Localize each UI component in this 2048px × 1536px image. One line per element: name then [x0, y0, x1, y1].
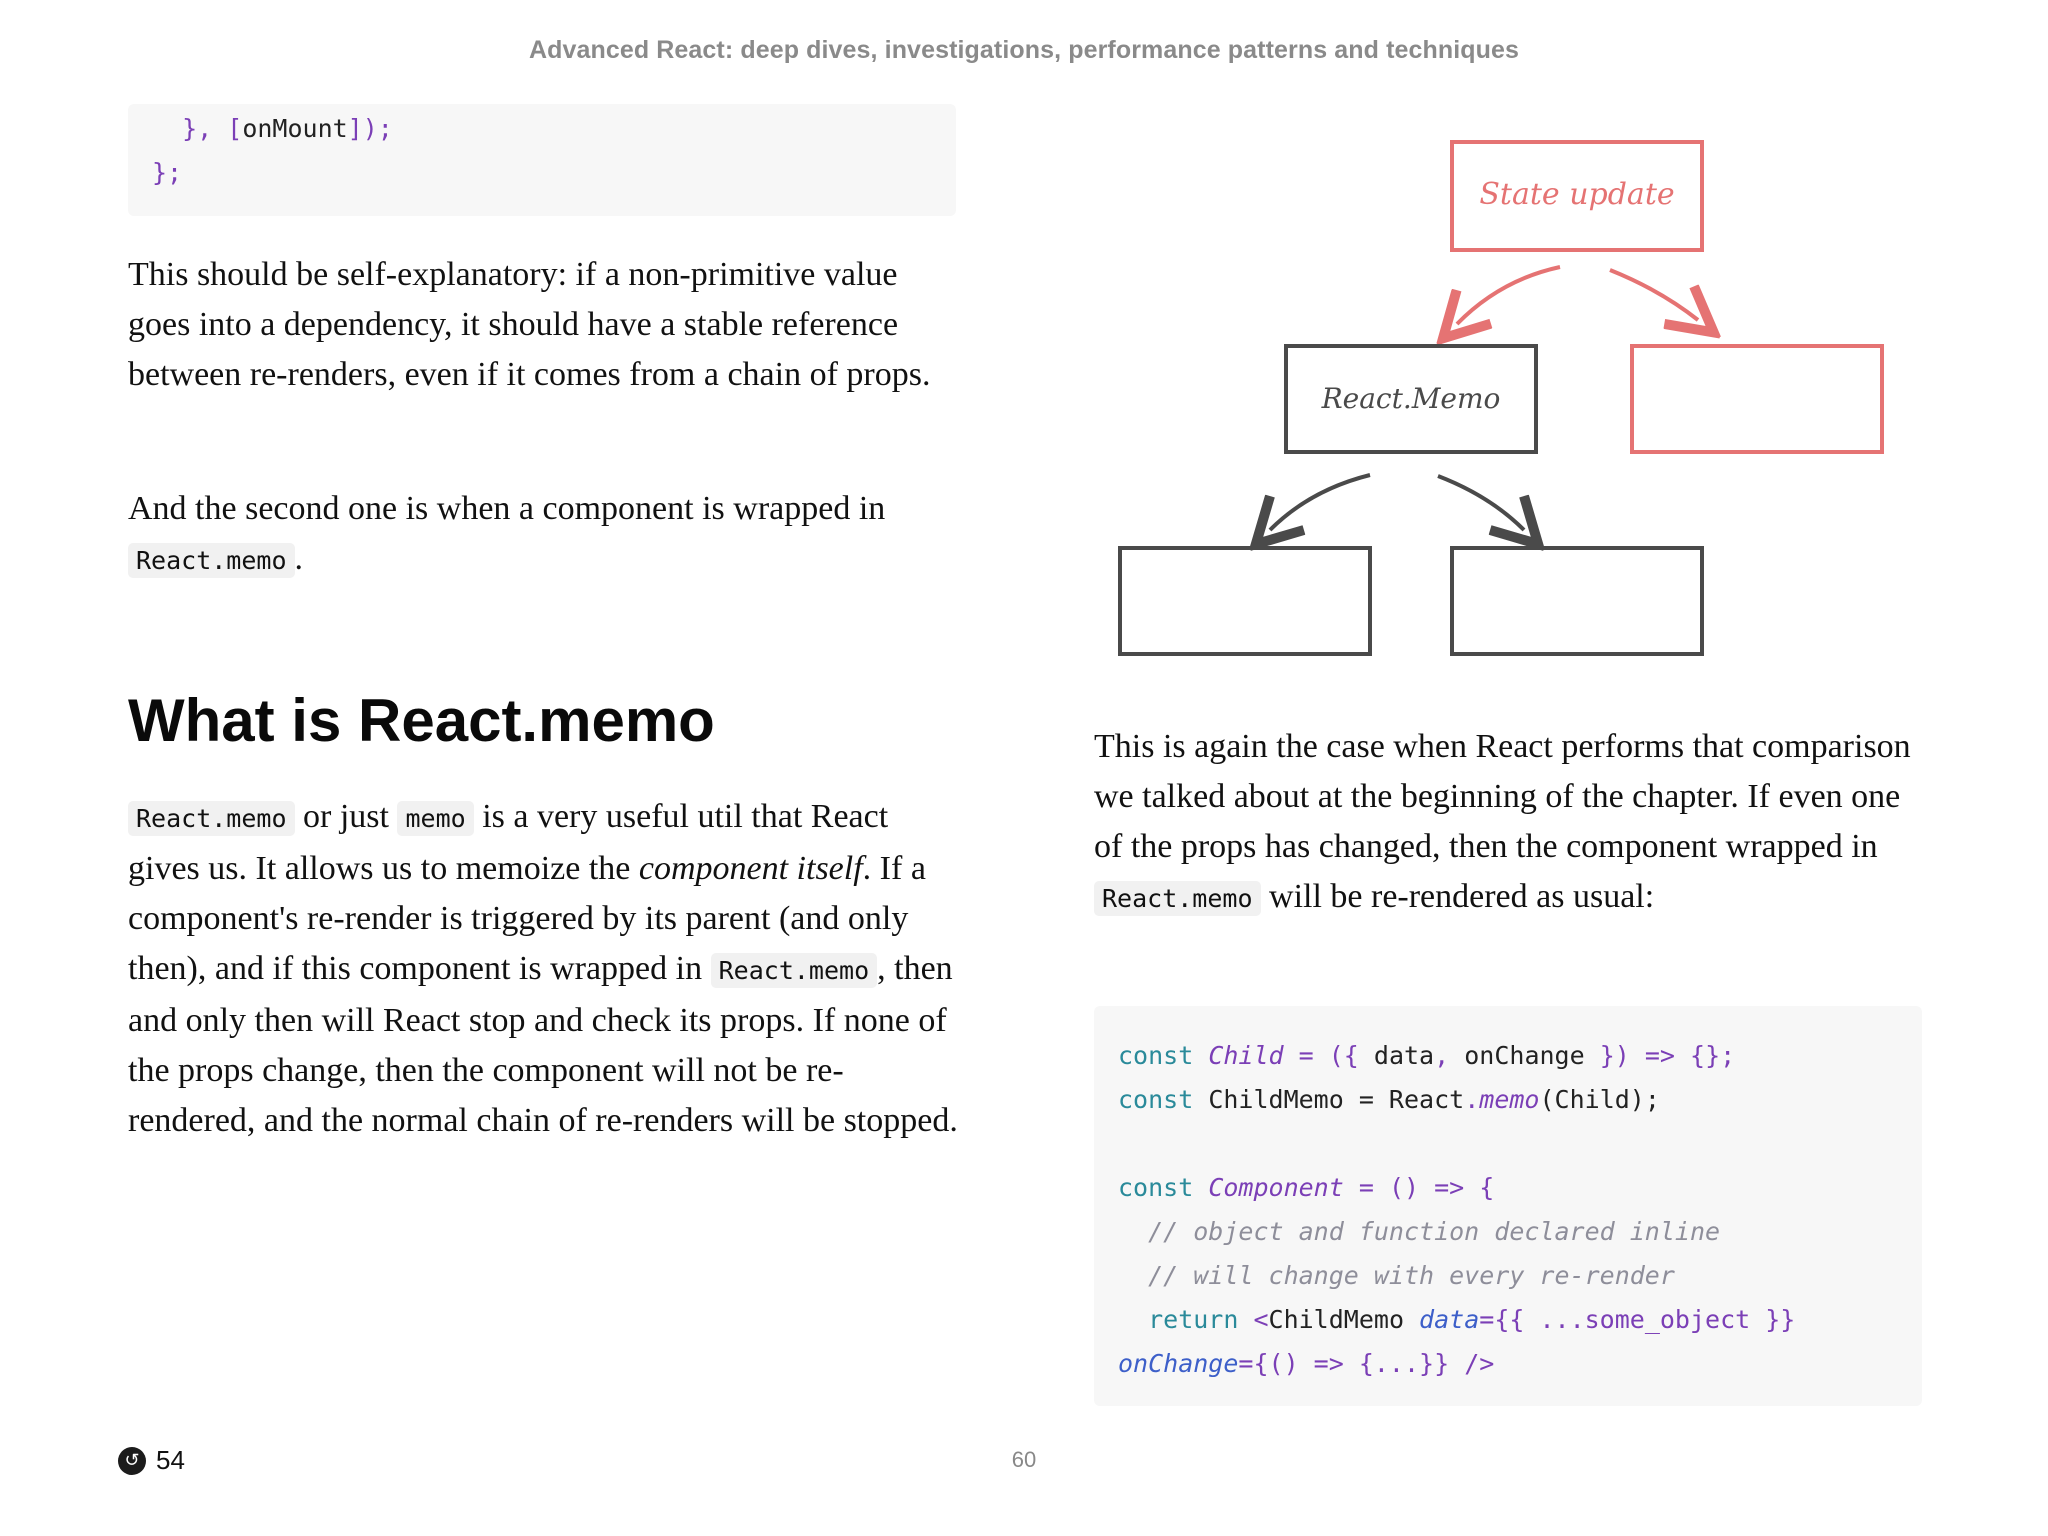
react-memo-label: React.Memo	[1321, 382, 1501, 415]
code-line: const ChildMemo = React.memo(Child);	[1118, 1078, 1660, 1122]
paragraph-text: or just	[294, 798, 398, 835]
book-title: Advanced React: deep dives, investigatio…	[528, 36, 1520, 64]
code-token: ]);	[347, 114, 393, 143]
back-page-count: 54	[156, 1445, 185, 1475]
paragraph: React.memo or just memo is a very useful…	[128, 792, 968, 1146]
inline-code: memo	[397, 801, 474, 836]
code-token: data	[1404, 1305, 1480, 1334]
inline-code: React.memo	[128, 801, 295, 836]
code-token: = ({	[1283, 1041, 1374, 1070]
inline-code: React.memo	[1094, 881, 1261, 916]
code-token: const	[1118, 1173, 1194, 1202]
sibling-box	[1630, 344, 1884, 454]
code-token: ={{ ...some_object }}	[1479, 1305, 1796, 1334]
code-line: const Child = ({ data, onChange }) => {}…	[1118, 1034, 1735, 1078]
paragraph-text: will be re-rendered as usual:	[1260, 878, 1655, 915]
code-line: }, [onMount]);	[152, 107, 393, 151]
code-token: (Child);	[1539, 1085, 1660, 1114]
code-token: return	[1118, 1305, 1239, 1334]
back-link[interactable]: ↺ 54	[118, 1445, 185, 1476]
paragraph-text: This should be self-explanatory: if a no…	[128, 256, 931, 393]
arrow-left-gray	[1270, 473, 1371, 530]
code-token: const	[1118, 1041, 1194, 1070]
paragraph-text: , then and only then will React stop and…	[128, 950, 958, 1139]
code-line: return <ChildMemo data={{ ...some_object…	[1118, 1298, 1795, 1342]
child-box-right	[1450, 546, 1704, 656]
inline-code: React.memo	[128, 543, 295, 578]
code-token: };	[152, 158, 183, 187]
arrow-left-red	[1457, 265, 1561, 324]
code-token: ChildMemo	[1268, 1305, 1404, 1334]
code-token: }, [	[152, 114, 243, 143]
code-token: onChange	[1118, 1349, 1239, 1378]
code-line: const Component = () => {	[1118, 1166, 1494, 1210]
arrow-right-gray	[1437, 474, 1524, 530]
code-block-top: }, [onMount]); };	[128, 104, 956, 216]
code-token: ={() => {...}} />	[1238, 1349, 1495, 1378]
paragraph: This is again the case when React perfor…	[1094, 722, 1934, 924]
code-token: ChildMemo = React	[1193, 1085, 1465, 1114]
code-token: memo	[1479, 1085, 1540, 1114]
code-token: }) => {};	[1584, 1041, 1736, 1070]
back-arrow-icon: ↺	[118, 1446, 146, 1475]
child-box-left	[1118, 546, 1372, 656]
arrow-right-red	[1609, 268, 1698, 320]
react-memo-box	[1284, 344, 1538, 454]
code-comment: // object and function declared inline	[1118, 1217, 1721, 1246]
paragraph-text: This is again the case when React perfor…	[1094, 728, 1911, 865]
paragraph-text: . If a component's re-render is triggere…	[128, 850, 926, 987]
render-tree-diagram: State update React.Memo	[1118, 140, 1884, 656]
code-token: Component	[1208, 1173, 1344, 1202]
paragraph: This should be self-explanatory: if a no…	[128, 250, 968, 400]
code-line: onChange={() => {...}} />	[1118, 1342, 1494, 1386]
inline-code: React.memo	[710, 953, 878, 988]
emphasis-text: component itself	[638, 850, 863, 887]
code-token: onMount	[242, 114, 348, 143]
page-number: 60	[1011, 1447, 1037, 1472]
state-update-label: State update	[1479, 177, 1674, 212]
code-token: .	[1464, 1085, 1480, 1114]
code-token: ,	[1434, 1041, 1465, 1070]
code-token: = () => {	[1343, 1173, 1495, 1202]
paragraph: And the second one is when a component i…	[128, 484, 968, 586]
code-token: <	[1238, 1305, 1269, 1334]
paragraph-text: .	[294, 540, 304, 577]
paragraph-text: And the second one is when a component i…	[128, 490, 886, 527]
paragraph-text: is a very useful util that React gives u…	[128, 798, 889, 887]
code-token: data	[1373, 1041, 1435, 1070]
code-token: Child	[1208, 1041, 1284, 1070]
code-token: onChange	[1464, 1041, 1585, 1070]
code-line: };	[152, 151, 182, 195]
code-comment: // will change with every re-render	[1118, 1261, 1675, 1290]
code-token: const	[1118, 1085, 1194, 1114]
code-block-example: const Child = ({ data, onChange }) => {}…	[1094, 1006, 1922, 1406]
state-update-box	[1450, 140, 1704, 252]
section-heading: What is React.memo	[128, 687, 715, 754]
